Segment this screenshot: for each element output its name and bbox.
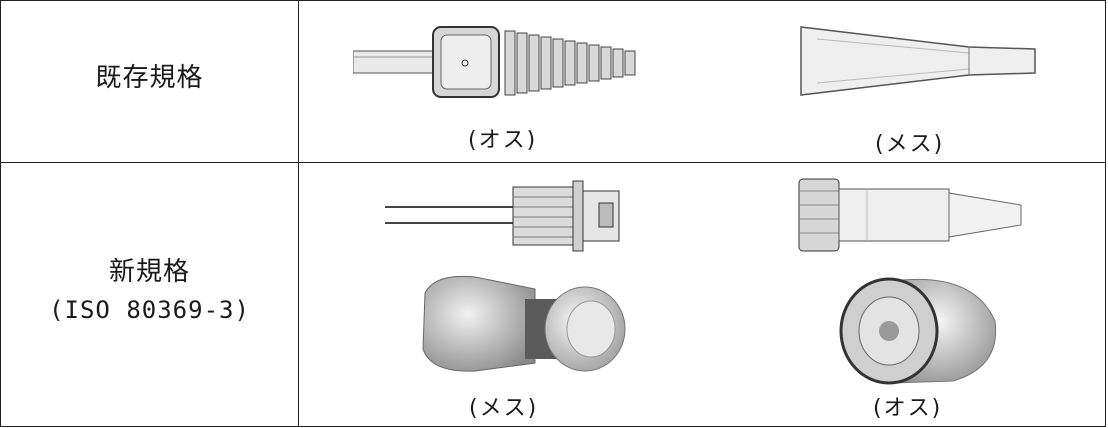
new-male-caption: (オス) bbox=[873, 396, 943, 421]
row-divider bbox=[1, 162, 1105, 163]
existing-standard-label: 既存規格 bbox=[1, 59, 298, 97]
existing-standard-text: 既存規格 bbox=[95, 63, 204, 93]
new-female-caption: (メス) bbox=[469, 396, 539, 421]
new-male-connector-3d-icon bbox=[839, 277, 997, 385]
existing-female-connector-icon bbox=[800, 26, 1036, 96]
new-female-connector-side-icon bbox=[385, 180, 620, 252]
new-standard-label: 新規格 (ISO 80369-3) bbox=[1, 253, 298, 329]
iso-standard-code: (ISO 80369-3) bbox=[49, 296, 250, 324]
existing-male-caption: (オス) bbox=[468, 128, 538, 153]
new-standard-text: 新規格 bbox=[108, 257, 190, 287]
new-female-connector-3d-icon bbox=[422, 275, 626, 372]
existing-female-caption: (メス) bbox=[875, 132, 945, 157]
new-male-connector-side-icon bbox=[798, 178, 1022, 252]
existing-male-connector-icon bbox=[353, 26, 636, 98]
column-divider bbox=[298, 1, 299, 426]
